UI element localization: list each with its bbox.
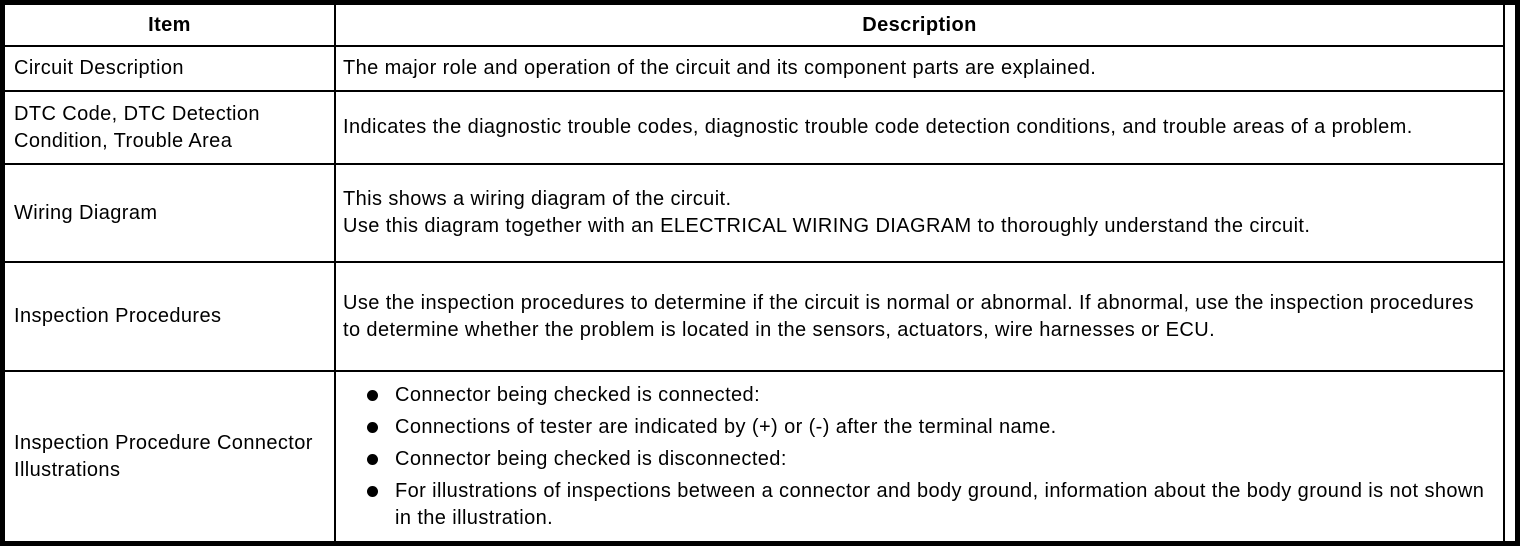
description-cell: Indicates the diagnostic trouble codes, …: [336, 92, 1503, 163]
table-row: Wiring Diagram This shows a wiring diagr…: [5, 165, 1503, 263]
description-cell: Use the inspection procedures to determi…: [336, 263, 1503, 370]
item-cell: Inspection Procedure Connector Illustrat…: [5, 372, 336, 541]
bullet-icon: [367, 389, 378, 401]
table-row: Inspection Procedure Connector Illustrat…: [5, 372, 1503, 541]
item-label: Inspection Procedure Connector Illustrat…: [14, 431, 313, 481]
description-cell: Connector being checked is connected: Co…: [336, 372, 1503, 541]
item-cell: DTC Code, DTC Detection Condition, Troub…: [5, 92, 336, 163]
description-paragraph: Indicates the diagnostic trouble codes, …: [343, 116, 1413, 138]
table-header-row: Item Description: [5, 5, 1503, 47]
bullet-icon: [367, 453, 378, 465]
item-label: Wiring Diagram: [14, 201, 158, 224]
manual-table: Item Description Circuit Description The…: [5, 5, 1505, 541]
item-label: DTC Code, DTC Detection Condition, Troub…: [14, 102, 260, 152]
table-row: Inspection Procedures Use the inspection…: [5, 263, 1503, 372]
bullet-icon: [367, 485, 378, 497]
table-row: DTC Code, DTC Detection Condition, Troub…: [5, 92, 1503, 165]
item-label: Inspection Procedures: [14, 305, 222, 327]
header-item-label: Item: [148, 13, 191, 36]
description-paragraph: The major role and operation of the circ…: [343, 57, 1097, 79]
bullet-text: Connector being checked is connected:: [395, 383, 761, 406]
item-label: Circuit Description: [14, 57, 184, 79]
description-paragraph: This shows a wiring diagram of the circu…: [343, 188, 732, 210]
bullet-list-item: Connector being checked is disconnected:: [343, 446, 1493, 473]
header-cell-item: Item: [5, 5, 336, 45]
bullet-text: Connections of tester are indicated by (…: [395, 415, 1057, 438]
bullet-icon: [367, 421, 378, 433]
description-cell: The major role and operation of the circ…: [336, 47, 1503, 90]
header-description-label: Description: [862, 13, 977, 36]
item-cell: Inspection Procedures: [5, 263, 336, 370]
bullet-text: For illustrations of inspections between…: [395, 479, 1485, 529]
description-paragraph: Use the inspection procedures to determi…: [343, 291, 1474, 341]
bullet-list-item: Connections of tester are indicated by (…: [343, 414, 1493, 441]
description-cell: This shows a wiring diagram of the circu…: [336, 165, 1503, 261]
header-cell-description: Description: [336, 5, 1503, 45]
bullet-text: Connector being checked is disconnected:: [395, 447, 787, 470]
description-paragraph: Use this diagram together with an ELECTR…: [343, 215, 1311, 237]
item-cell: Circuit Description: [5, 47, 336, 90]
bullet-list-item: For illustrations of inspections between…: [343, 478, 1493, 532]
item-cell: Wiring Diagram: [5, 165, 336, 261]
bullet-list-item: Connector being checked is connected:: [343, 382, 1493, 409]
table-row: Circuit Description The major role and o…: [5, 47, 1503, 92]
